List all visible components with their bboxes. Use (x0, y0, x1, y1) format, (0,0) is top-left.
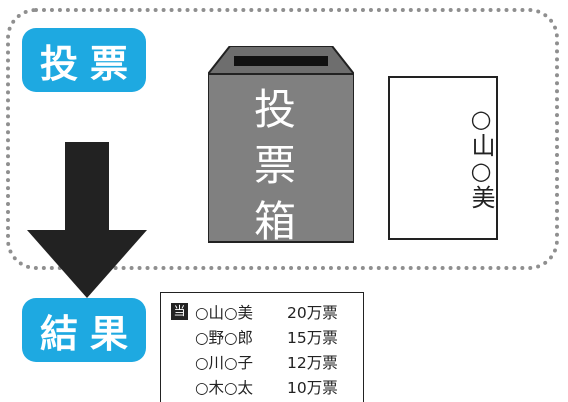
ballot-candidate-name: ○山○美 (467, 105, 495, 209)
ballot-box-label: 投 票 箱 (253, 85, 296, 246)
results-board: 当 ○山○美 20万票 ○野○郎 15万票 ○川○子 12万票 ○木○太 10万… (160, 292, 364, 402)
result-label: 結果 (22, 298, 146, 362)
vote-label: 投票 (22, 28, 146, 92)
ballot-box-icon (208, 46, 354, 243)
vote-count: 15万票 (287, 329, 338, 347)
candidate-name: ○野○郎 (195, 329, 254, 347)
vote-count: 10万票 (287, 379, 338, 397)
vote-count: 12万票 (287, 354, 338, 372)
voting-section-frame (6, 8, 559, 270)
candidate-name: ○山○美 (195, 304, 254, 322)
ballot-paper: ○山○美 (388, 76, 498, 240)
candidate-name: ○木○太 (195, 379, 254, 397)
vote-count: 20万票 (287, 304, 338, 322)
winner-mark: 当 (171, 303, 188, 320)
down-arrow-icon (27, 142, 147, 298)
candidate-name: ○川○子 (195, 354, 254, 372)
